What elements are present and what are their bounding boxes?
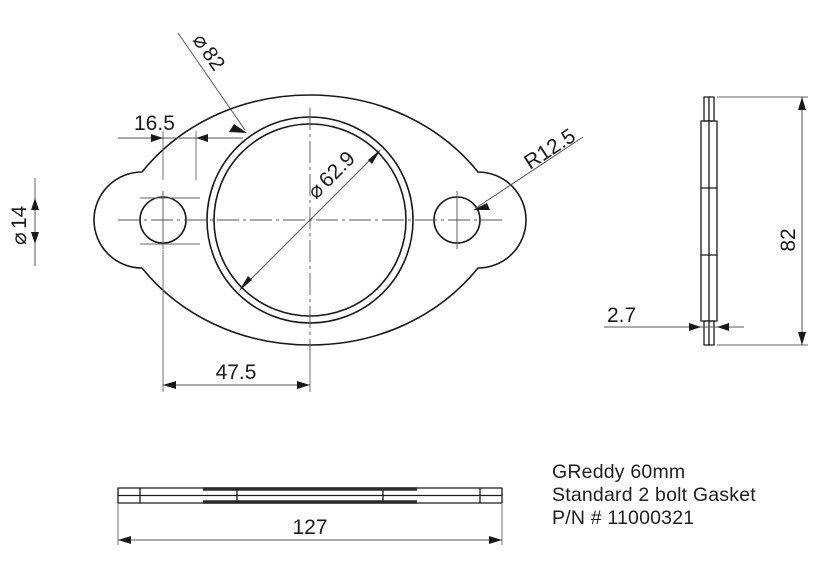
dim-2-7-value: 2.7 — [607, 304, 636, 327]
title-line-3: P/N # 11000321 — [552, 507, 694, 529]
dim-14-symbol: ⌀ — [8, 232, 31, 245]
dim-14-arrow-top — [31, 198, 39, 210]
dim-14-arrow-bottom — [31, 232, 39, 244]
dim-16-5-arrow-right — [196, 134, 208, 142]
dim-82-value: 82 — [777, 228, 800, 251]
dim-14-value: 14 — [8, 205, 31, 229]
outer-dia-arrow — [229, 124, 247, 133]
dim-82-arrow-bottom — [798, 332, 806, 345]
bottom-edge-view: 127 — [117, 487, 503, 545]
dim-47-5-value: 47.5 — [216, 361, 257, 384]
bore-diameter-arrow-upper — [368, 149, 381, 164]
title-line-1: GReddy 60mm — [552, 461, 685, 483]
dim-47-5-arrow-right — [297, 381, 310, 389]
dim-47-5-arrow-left — [163, 381, 176, 389]
dim-127-value: 127 — [292, 516, 327, 539]
corner-radius-leader-line — [475, 136, 584, 209]
bore-diameter-arrow-lower — [239, 276, 252, 291]
title-line-2: Standard 2 bolt Gasket — [552, 484, 756, 506]
bore-diameter-value: 62.9 — [315, 147, 360, 192]
dim-2-7-arrow-left — [689, 323, 701, 331]
dim-127-arrow-right — [489, 536, 502, 544]
dim-16-5-value: 16.5 — [134, 112, 175, 135]
outer-dia-leader-line — [177, 32, 246, 131]
title-block: GReddy 60mm Standard 2 bolt Gasket P/N #… — [552, 461, 756, 529]
dim-16-5-arrow-left — [151, 134, 163, 142]
dim-2-7-arrow-right — [717, 323, 729, 331]
dim-82-arrow-top — [798, 97, 806, 110]
bore-diameter-dim-line — [241, 151, 379, 289]
corner-radius-arrow — [473, 203, 490, 210]
corner-radius-value: R12.5 — [520, 124, 580, 174]
dim-127-arrow-left — [118, 536, 131, 544]
side-edge-view: 82 2.7 — [604, 96, 808, 346]
front-view: ⌀ 62.9 ⌀ 82 R12.5 16.5 — [8, 30, 584, 392]
